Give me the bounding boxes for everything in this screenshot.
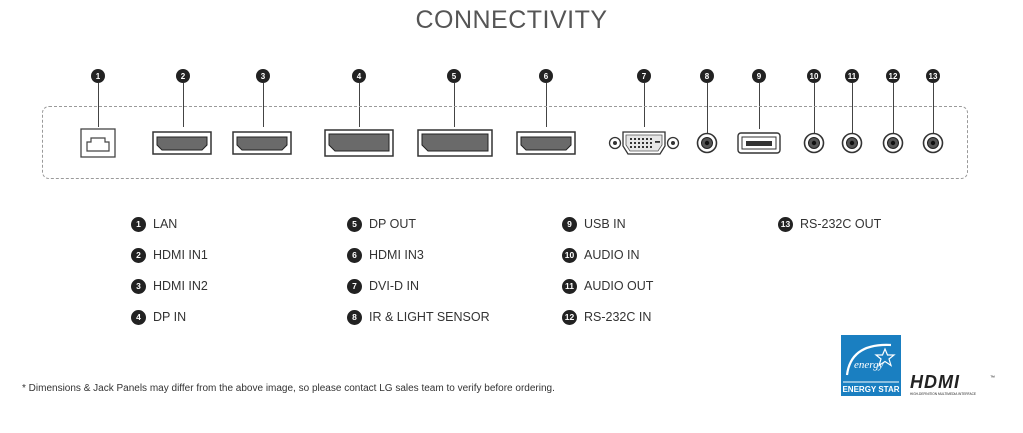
legend-number: 9 bbox=[562, 216, 577, 232]
callout-9: 9 bbox=[752, 69, 766, 83]
leader-line bbox=[454, 83, 455, 127]
ir-sensor-jack-icon bbox=[696, 132, 718, 154]
displayport-icon bbox=[417, 129, 493, 157]
legend-item-hdmi-in2: 3 HDMI IN2 bbox=[131, 278, 208, 294]
legend-item-lan: 1 LAN bbox=[131, 216, 177, 232]
legend-label: RS-232C IN bbox=[584, 310, 652, 324]
dvi-port-icon bbox=[608, 131, 680, 155]
leader-line bbox=[893, 83, 894, 133]
svg-text:™: ™ bbox=[990, 375, 995, 381]
callout-5: 5 bbox=[447, 69, 461, 83]
legend-item-hdmi-in3: 6 HDMI IN3 bbox=[347, 247, 424, 263]
legend-item-rs232c-out: 13 RS-232C OUT bbox=[778, 216, 881, 232]
legend-label: LAN bbox=[153, 217, 178, 231]
legend-number: 8 bbox=[347, 309, 362, 325]
legend-item-usb-in: 9 USB IN bbox=[562, 216, 626, 232]
lan-port-icon bbox=[80, 128, 116, 158]
legend-number: 10 bbox=[562, 247, 577, 263]
callout-3: 3 bbox=[256, 69, 270, 83]
legend-number: 12 bbox=[562, 309, 577, 325]
hdmi-port-icon bbox=[516, 131, 576, 155]
legend-item-dvi-d-in: 7 DVI-D IN bbox=[347, 278, 419, 294]
callout-10: 10 bbox=[807, 69, 821, 83]
callout-11: 11 bbox=[845, 69, 859, 83]
legend-number: 3 bbox=[131, 278, 146, 294]
jack-panel bbox=[42, 106, 968, 179]
callout-13: 13 bbox=[926, 69, 940, 83]
legend-item-audio-in: 10 AUDIO IN bbox=[562, 247, 640, 263]
legend-number: 5 bbox=[347, 216, 362, 232]
legend-label: DVI-D IN bbox=[369, 279, 419, 293]
leader-line bbox=[814, 83, 815, 133]
legend-label: IR & LIGHT SENSOR bbox=[369, 310, 490, 324]
legend-item-hdmi-in1: 2 HDMI IN1 bbox=[131, 247, 208, 263]
legend-number: 2 bbox=[131, 247, 146, 263]
legend-item-dp-in: 4 DP IN bbox=[131, 309, 186, 325]
leader-line bbox=[707, 83, 708, 133]
hdmi-logo-icon: HDMI ™ HIGH-DEFINITION MULTIMEDIA INTERF… bbox=[910, 372, 995, 396]
legend-number: 7 bbox=[347, 278, 362, 294]
hdmi-port-icon bbox=[152, 131, 212, 155]
legend-item-audio-out: 11 AUDIO OUT bbox=[562, 278, 653, 294]
callout-2: 2 bbox=[176, 69, 190, 83]
legend-label: AUDIO OUT bbox=[584, 279, 654, 293]
legend-number: 11 bbox=[562, 278, 577, 294]
leader-line bbox=[359, 83, 360, 127]
audio-in-jack-icon bbox=[803, 132, 825, 154]
callout-7: 7 bbox=[637, 69, 651, 83]
leader-line bbox=[644, 83, 645, 127]
page-title: CONNECTIVITY bbox=[415, 6, 608, 34]
legend-label: HDMI IN2 bbox=[153, 279, 208, 293]
legend-number: 1 bbox=[131, 216, 146, 232]
leader-line bbox=[98, 83, 99, 127]
leader-line bbox=[183, 83, 184, 127]
svg-text:HDMI: HDMI bbox=[910, 372, 960, 392]
callout-6: 6 bbox=[539, 69, 553, 83]
legend-number: 6 bbox=[347, 247, 362, 263]
svg-text:energy: energy bbox=[854, 359, 884, 371]
legend-number: 13 bbox=[778, 216, 793, 232]
energy-star-logo-icon: energy ENERGY STAR bbox=[841, 335, 901, 396]
legend-label: DP OUT bbox=[369, 217, 416, 231]
usb-port-icon bbox=[737, 132, 781, 154]
legend-item-ir-light-sensor: 8 IR & LIGHT SENSOR bbox=[347, 309, 490, 325]
legend-item-rs232c-in: 12 RS-232C IN bbox=[562, 309, 651, 325]
svg-text:ENERGY STAR: ENERGY STAR bbox=[842, 385, 899, 394]
hdmi-port-icon bbox=[232, 131, 292, 155]
svg-text:HIGH-DEFINITION MULTIMEDIA INT: HIGH-DEFINITION MULTIMEDIA INTERFACE bbox=[910, 392, 976, 396]
rs232c-out-jack-icon bbox=[922, 132, 944, 154]
leader-line bbox=[933, 83, 934, 133]
leader-line bbox=[263, 83, 264, 127]
legend-item-dp-out: 5 DP OUT bbox=[347, 216, 416, 232]
legend-label: HDMI IN1 bbox=[153, 248, 208, 262]
callout-12: 12 bbox=[886, 69, 900, 83]
rs232c-in-jack-icon bbox=[882, 132, 904, 154]
legend-label: RS-232C OUT bbox=[800, 217, 882, 231]
callout-4: 4 bbox=[352, 69, 366, 83]
displayport-icon bbox=[324, 129, 394, 157]
callout-1: 1 bbox=[91, 69, 105, 83]
legend-label: USB IN bbox=[584, 217, 626, 231]
leader-line bbox=[852, 83, 853, 133]
legend-label: HDMI IN3 bbox=[369, 248, 424, 262]
legend-number: 4 bbox=[131, 309, 146, 325]
audio-out-jack-icon bbox=[841, 132, 863, 154]
legend-label: DP IN bbox=[153, 310, 187, 324]
leader-line bbox=[546, 83, 547, 127]
legend-label: AUDIO IN bbox=[584, 248, 640, 262]
callout-8: 8 bbox=[700, 69, 714, 83]
disclaimer-footnote: * Dimensions & Jack Panels may differ fr… bbox=[22, 383, 555, 394]
